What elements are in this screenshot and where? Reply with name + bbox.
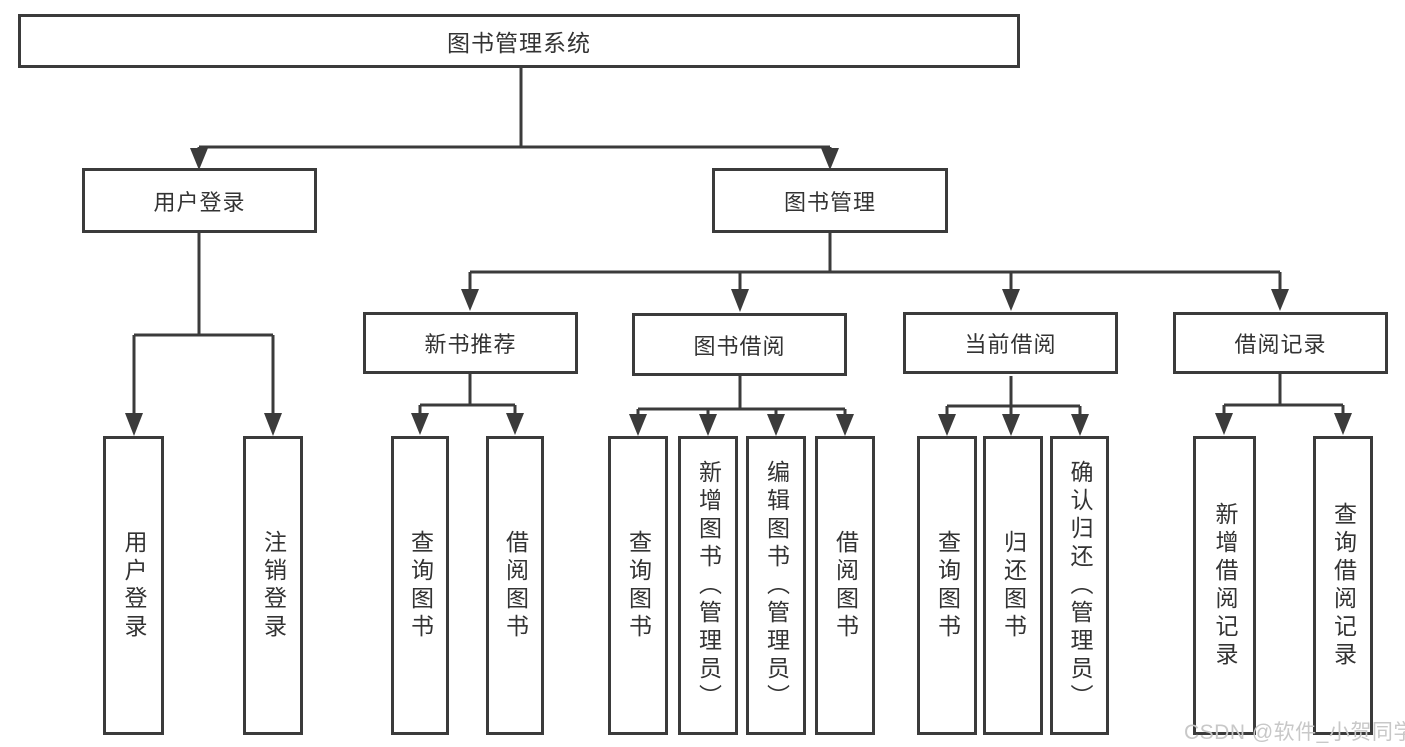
node-new-book-recommend: 新书推荐 <box>363 312 578 374</box>
leaf-query-books-borrow: 查询图书 <box>608 436 668 735</box>
node-label: 图书管理系统 <box>447 30 591 56</box>
connector-current-borrow-to-leaves <box>938 376 1089 436</box>
arrowhead <box>767 414 785 436</box>
csdn-watermark: CSDN @软件_小贺同学 <box>1184 721 1405 744</box>
leaf-confirm-return-admin: 确认归还（管理员） <box>1050 436 1109 735</box>
node-label: 注销登录 <box>260 529 287 642</box>
node-label: 当前借阅 <box>964 332 1057 357</box>
node-label: 新增借阅记录 <box>1212 501 1238 670</box>
node-label: 图书管理 <box>783 189 876 215</box>
connector-book-mgmt-to-level3 <box>461 233 1289 312</box>
connector-user-login-to-leaves <box>125 233 282 436</box>
arrowhead <box>1215 413 1233 435</box>
node-label: 查询图书 <box>625 529 652 642</box>
arrowhead <box>836 414 854 436</box>
arrowhead <box>1271 289 1289 311</box>
arrowhead <box>629 414 647 436</box>
node-book-borrow: 图书借阅 <box>632 313 847 376</box>
arrowhead <box>1002 414 1020 436</box>
leaf-add-borrow-record: 新增借阅记录 <box>1193 436 1256 735</box>
node-label: 用户登录 <box>121 529 147 642</box>
node-user-login: 用户登录 <box>82 168 317 233</box>
leaf-query-books-current: 查询图书 <box>917 436 977 735</box>
leaf-edit-books-admin: 编辑图书（管理员） <box>746 436 806 735</box>
leaf-query-books-new: 查询图书 <box>391 436 449 735</box>
leaf-logout: 注销登录 <box>243 436 303 735</box>
node-label: 确认归还（管理员） <box>1067 459 1093 712</box>
arrowhead <box>731 289 749 312</box>
node-label: 图书借阅 <box>693 333 786 359</box>
leaf-borrow-books: 借阅图书 <box>815 436 875 735</box>
arrowhead <box>506 413 524 435</box>
node-label: 新书推荐 <box>424 332 517 357</box>
arrowhead <box>190 148 208 170</box>
node-label: 借阅记录 <box>1234 332 1327 357</box>
arrowhead <box>264 413 282 436</box>
arrowhead <box>461 289 479 311</box>
node-label: 用户登录 <box>153 189 246 215</box>
node-label: 归还图书 <box>1000 529 1027 642</box>
connector-book-borrow-to-leaves <box>629 376 854 436</box>
leaf-add-books-admin: 新增图书（管理员） <box>678 436 738 735</box>
arrowhead <box>1002 289 1020 311</box>
arrowhead <box>125 413 143 436</box>
node-root-library-system: 图书管理系统 <box>18 14 1020 68</box>
leaf-borrow-books-new: 借阅图书 <box>486 436 544 735</box>
node-label: 查询借阅记录 <box>1330 501 1357 670</box>
connector-root-to-level2 <box>190 68 839 170</box>
node-borrow-record: 借阅记录 <box>1173 312 1388 374</box>
arrowhead <box>821 148 839 170</box>
node-current-borrow: 当前借阅 <box>903 312 1118 374</box>
arrowhead <box>699 414 717 436</box>
leaf-return-books: 归还图书 <box>983 436 1043 735</box>
arrowhead <box>1334 413 1352 435</box>
node-label: 借阅图书 <box>832 529 859 642</box>
node-label: 借阅图书 <box>502 529 529 642</box>
arrowhead <box>411 413 429 435</box>
leaf-user-login: 用户登录 <box>103 436 164 735</box>
arrowhead <box>938 414 956 436</box>
connector-new-book-to-leaves <box>411 374 524 435</box>
node-label: 查询图书 <box>407 529 434 642</box>
leaf-query-borrow-record: 查询借阅记录 <box>1313 436 1373 735</box>
node-label: 新增图书（管理员） <box>695 459 722 712</box>
connector-borrow-record-to-leaves <box>1215 374 1352 435</box>
node-book-management: 图书管理 <box>712 168 948 233</box>
arrowhead <box>1071 414 1089 436</box>
node-label: 编辑图书（管理员） <box>763 459 790 712</box>
node-label: 查询图书 <box>934 529 961 642</box>
